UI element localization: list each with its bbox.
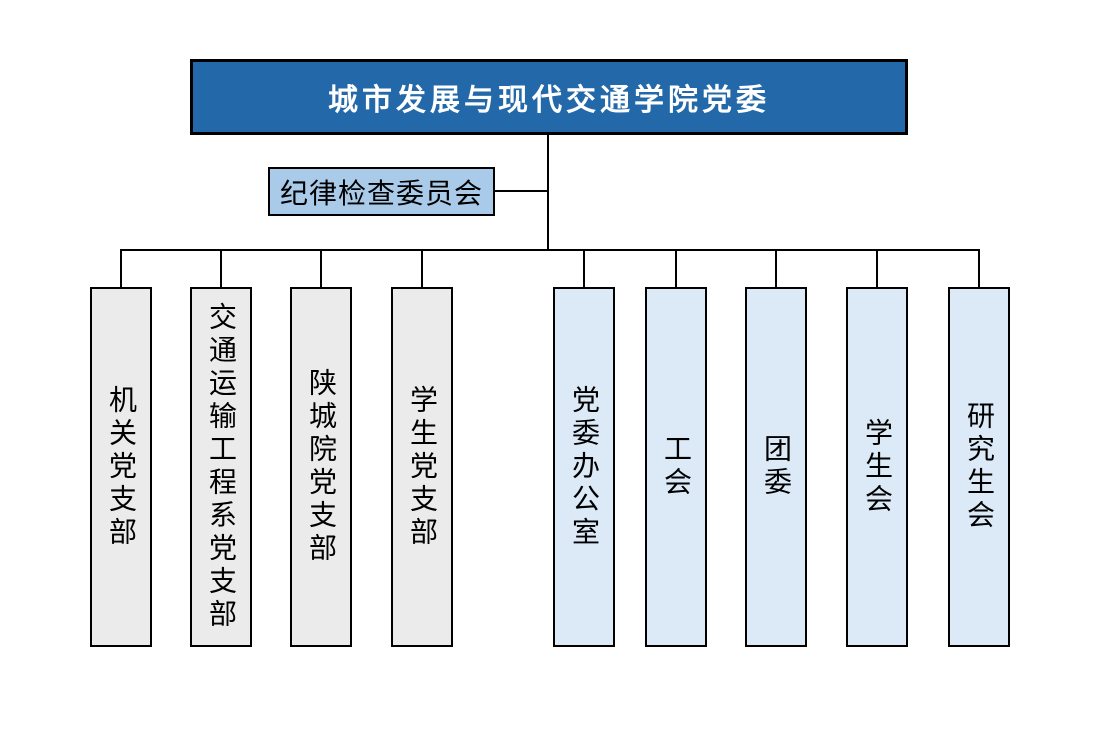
connector-drop bbox=[675, 250, 677, 287]
branch-node-label: 机关党支部 bbox=[105, 384, 138, 550]
branch-node-1: 机关党支部 bbox=[90, 287, 152, 647]
branch-node-label: 团委 bbox=[760, 434, 793, 500]
branch-node-label: 研究生会 bbox=[963, 401, 996, 533]
connector-drop bbox=[876, 250, 878, 287]
branch-node-label: 学生会 bbox=[861, 417, 894, 517]
connector-drop bbox=[320, 250, 322, 287]
branch-node-5: 党委办公室 bbox=[553, 287, 615, 647]
branch-node-label: 党委办公室 bbox=[568, 384, 601, 550]
connector-drop bbox=[220, 250, 222, 287]
side-node-label: 纪律检查委员会 bbox=[279, 176, 483, 210]
root-node-label: 城市发展与现代交通学院党委 bbox=[328, 83, 770, 118]
connector-drop bbox=[120, 250, 122, 287]
branch-node-label: 交通运输工程系党支部 bbox=[205, 302, 238, 632]
branch-node-3: 陕城院党支部 bbox=[290, 287, 352, 647]
connector-drop bbox=[775, 250, 777, 287]
connector-trunk bbox=[547, 135, 549, 251]
branch-node-2: 交通运输工程系党支部 bbox=[190, 287, 252, 647]
branch-node-6: 工会 bbox=[645, 287, 707, 647]
connector-bus bbox=[120, 249, 980, 251]
side-node-discipline-committee: 纪律检查委员会 bbox=[268, 167, 495, 216]
branch-node-label: 学生党支部 bbox=[406, 384, 439, 550]
connector-drop bbox=[583, 250, 585, 287]
branch-node-4: 学生党支部 bbox=[391, 287, 453, 647]
branch-node-8: 学生会 bbox=[846, 287, 908, 647]
connector-drop bbox=[421, 250, 423, 287]
branch-node-label: 陕城院党支部 bbox=[305, 368, 338, 566]
branch-node-7: 团委 bbox=[745, 287, 807, 647]
connector-side-link bbox=[495, 190, 547, 192]
connector-drop bbox=[978, 250, 980, 287]
branch-node-label: 工会 bbox=[660, 434, 693, 500]
branch-node-9: 研究生会 bbox=[948, 287, 1010, 647]
root-node: 城市发展与现代交通学院党委 bbox=[190, 59, 908, 135]
